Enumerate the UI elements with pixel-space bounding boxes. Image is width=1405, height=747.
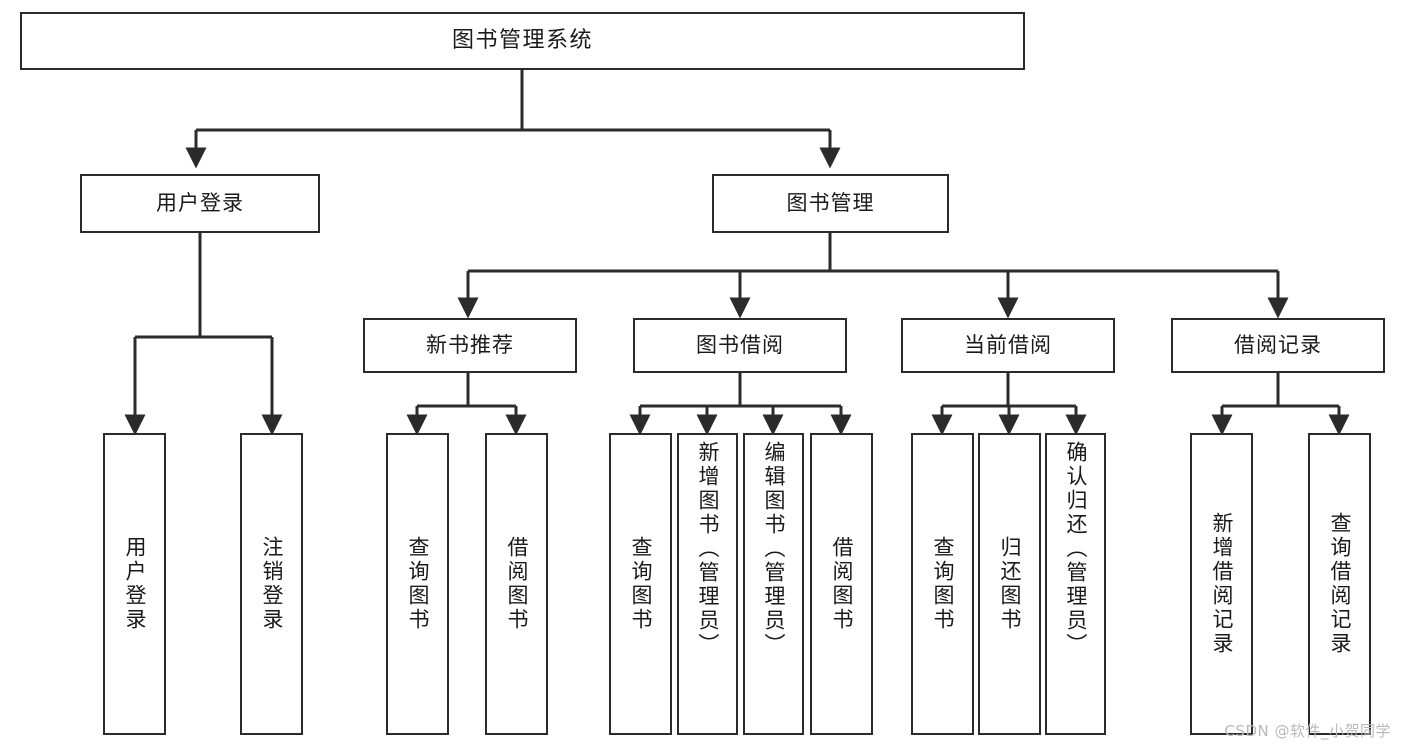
leaf-current-confirm-return-label: 确认归还（管理员） [1064, 441, 1088, 657]
leaf-newbook-borrow-label: 借阅图书 [505, 536, 529, 632]
watermark: CSDN @软件_小贺同学 [1224, 722, 1391, 740]
leaf-current-query-label: 查询图书 [931, 536, 955, 632]
node-borrow-record[interactable]: 借阅记录 [1171, 318, 1385, 373]
node-root[interactable]: 图书管理系统 [20, 12, 1025, 70]
node-new-book-recommend[interactable]: 新书推荐 [363, 318, 577, 373]
leaf-newbook-query[interactable]: 查询图书 [386, 433, 449, 735]
leaf-borrow-add-book-label: 新增图书（管理员） [696, 441, 720, 657]
leaf-record-query-label: 查询借阅记录 [1328, 512, 1352, 656]
leaf-user-login-label: 用户登录 [123, 536, 147, 632]
leaf-record-add-label: 新增借阅记录 [1210, 512, 1234, 656]
leaf-current-return[interactable]: 归还图书 [978, 433, 1041, 735]
leaf-current-return-label: 归还图书 [998, 536, 1022, 632]
leaf-borrow-edit-book-label: 编辑图书（管理员） [762, 441, 786, 657]
leaf-borrow-borrow-book-label: 借阅图书 [830, 536, 854, 632]
node-book-management-label: 图书管理 [786, 190, 875, 215]
node-book-borrow[interactable]: 图书借阅 [633, 318, 847, 373]
node-borrow-record-label: 借阅记录 [1234, 332, 1322, 357]
leaf-record-add[interactable]: 新增借阅记录 [1190, 433, 1253, 735]
leaf-borrow-query-label: 查询图书 [629, 536, 653, 632]
node-new-book-recommend-label: 新书推荐 [426, 332, 514, 357]
leaf-current-query[interactable]: 查询图书 [911, 433, 974, 735]
leaf-borrow-borrow-book[interactable]: 借阅图书 [810, 433, 873, 735]
leaf-current-confirm-return[interactable]: 确认归还（管理员） [1045, 433, 1106, 735]
node-current-borrow[interactable]: 当前借阅 [901, 318, 1115, 373]
leaf-borrow-add-book[interactable]: 新增图书（管理员） [677, 433, 738, 735]
node-book-borrow-label: 图书借阅 [696, 332, 784, 357]
node-user-login-label: 用户登录 [156, 190, 244, 215]
leaf-record-query[interactable]: 查询借阅记录 [1308, 433, 1371, 735]
leaf-user-logout-label: 注销登录 [260, 536, 284, 632]
leaf-user-login[interactable]: 用户登录 [103, 433, 166, 735]
node-user-login[interactable]: 用户登录 [80, 174, 320, 233]
leaf-newbook-borrow[interactable]: 借阅图书 [485, 433, 548, 735]
node-root-label: 图书管理系统 [451, 27, 593, 53]
leaf-borrow-query[interactable]: 查询图书 [609, 433, 672, 735]
leaf-borrow-edit-book[interactable]: 编辑图书（管理员） [743, 433, 804, 735]
node-current-borrow-label: 当前借阅 [964, 332, 1052, 357]
leaf-user-logout[interactable]: 注销登录 [240, 433, 303, 735]
node-book-management[interactable]: 图书管理 [712, 174, 949, 233]
leaf-newbook-query-label: 查询图书 [406, 536, 430, 632]
